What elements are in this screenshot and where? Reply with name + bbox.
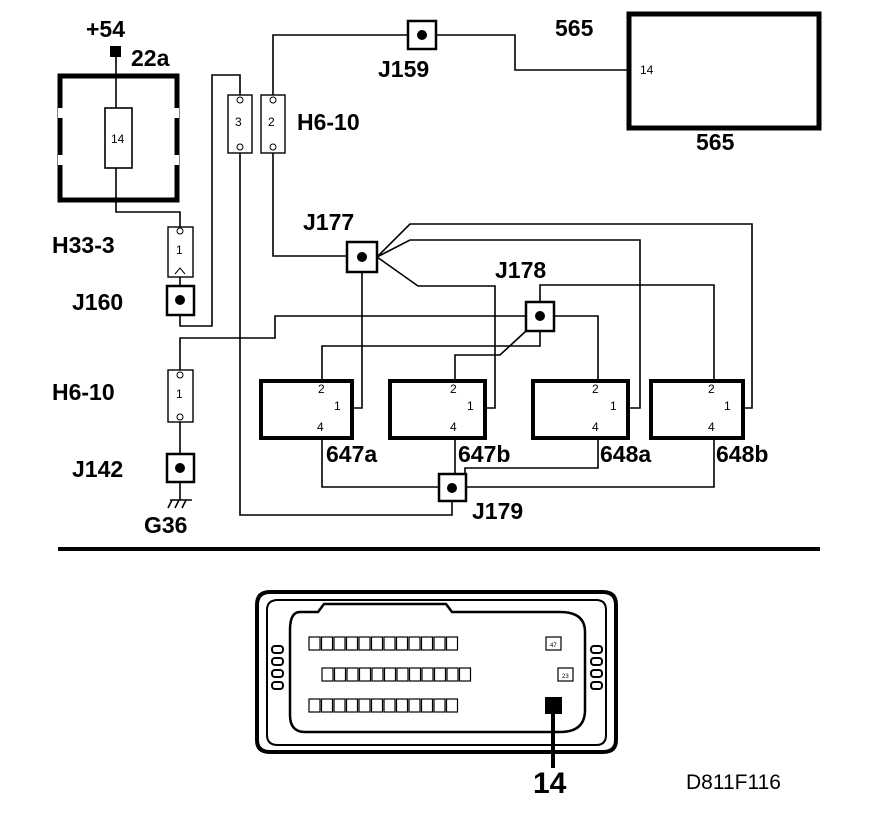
ecu-pin-cavity [445, 636, 459, 651]
ecu-pin-cavity [395, 636, 409, 651]
svg-text:1: 1 [467, 399, 474, 413]
ecu-pin-cavity [433, 667, 447, 682]
ecu-pin-cavity [446, 667, 459, 682]
module-648a-label: 648a [600, 441, 651, 467]
fuse-pin: 14 [111, 132, 125, 146]
supply-terminal-icon [110, 46, 121, 57]
svg-text:1: 1 [724, 399, 731, 413]
ecu-connector: 47 23 [255, 590, 618, 754]
j142-label: J142 [72, 456, 123, 482]
ecu-row2-end-pin: 23 [562, 674, 569, 680]
svg-text:4: 4 [708, 420, 715, 434]
svg-text:1: 1 [610, 399, 617, 413]
ecu-pin-cavity [408, 698, 421, 713]
ecu-pin-cavity [308, 636, 321, 651]
module-648b: 2 1 4 [649, 379, 745, 440]
fuse-icon [104, 107, 133, 169]
h6-top-pin-b: 2 [268, 115, 275, 129]
j177-label: J177 [303, 209, 354, 235]
fuse-box: 14 [57, 73, 180, 203]
module-647b: 2 1 4 [388, 379, 487, 440]
ecu-pin-cavity [420, 636, 434, 651]
svg-text:4: 4 [450, 420, 457, 434]
box565-bottom-label: 565 [696, 129, 735, 155]
divider [58, 547, 820, 551]
ecu-pin-cavity-end [545, 636, 562, 651]
module-647a: 2 1 4 [259, 379, 354, 440]
module-648a: 2 1 4 [531, 379, 630, 440]
module-648b-label: 648b [716, 441, 768, 467]
svg-text:2: 2 [318, 382, 325, 396]
h6-top-label: H6-10 [297, 109, 360, 135]
figure-id: D811F116 [686, 771, 781, 794]
ecu-pin-cavity [433, 636, 446, 651]
ecu-pin-rows [308, 636, 574, 713]
box565-pin: 14 [640, 63, 654, 77]
svg-text:4: 4 [592, 420, 599, 434]
ecu-pin-cavity [408, 667, 422, 682]
ecu-pin-cavity [358, 698, 371, 713]
h6-top-pin-a: 3 [235, 115, 242, 129]
ecu-pin-cavity [333, 667, 347, 682]
j179-label: J179 [472, 498, 523, 524]
j178-label: J178 [495, 257, 546, 283]
ecu-pin-cavity [333, 698, 346, 713]
ecu-pin-cavity [358, 667, 372, 682]
box565 [626, 11, 822, 131]
module-647a-label: 647a [326, 441, 377, 467]
ecu-pin-cavity [320, 636, 334, 651]
box565-top-label: 565 [555, 15, 594, 41]
ecu-pin-cavity [396, 667, 409, 682]
ecu-pin-cavity [445, 698, 459, 713]
ecu-pin-cavity [345, 698, 359, 713]
h6-bottom-label: H6-10 [52, 379, 115, 405]
j160-label: J160 [72, 289, 123, 315]
ecu-pin-cavity [383, 636, 396, 651]
ecu-pin-cavity [345, 636, 359, 651]
ecu-pin-cavity [370, 698, 384, 713]
module-647b-label: 647b [458, 441, 510, 467]
svg-text:2: 2 [592, 382, 599, 396]
ecu-pin-cavity-end [557, 667, 574, 682]
ecu-pin-cavity [421, 667, 434, 682]
ecu-pin-cavity [433, 698, 446, 713]
j160-junction [165, 284, 196, 317]
h33-pin: 1 [176, 243, 183, 257]
ecu-row1-end-pin: 47 [550, 643, 557, 649]
ecu-pin-cavity [458, 667, 472, 682]
ecu-pin-cavity [383, 667, 397, 682]
svg-text:2: 2 [708, 382, 715, 396]
ecu-pin-cavity [333, 636, 346, 651]
ecu-pin-cavity [371, 667, 384, 682]
ecu-pin-cavity [308, 698, 321, 713]
ecu-pin-cavity [346, 667, 359, 682]
ecu-pin-cavity [321, 667, 334, 682]
ecu-pin-cavity [370, 636, 384, 651]
ecu-pin-cavity [420, 698, 434, 713]
svg-text:1: 1 [334, 399, 341, 413]
ground-label: G36 [144, 512, 187, 538]
ecu-pin-cavity [395, 698, 409, 713]
ground-icon [167, 499, 192, 509]
ecu-pin-cavity [320, 698, 334, 713]
ecu-pin-14 [545, 697, 562, 714]
supply-label: +54 [86, 16, 125, 42]
supply-terminal-label: 22a [131, 45, 170, 71]
svg-text:4: 4 [317, 420, 324, 434]
ecu-pin-cavity [358, 636, 371, 651]
ecu-pin-cavity [383, 698, 396, 713]
h33-label: H33-3 [52, 232, 115, 258]
ecu-pin-cavity [408, 636, 421, 651]
ecu-highlight-pin-label: 14 [533, 767, 567, 800]
svg-text:2: 2 [450, 382, 457, 396]
h6-bottom-pin: 1 [176, 387, 183, 401]
j159-label: J159 [378, 56, 429, 82]
